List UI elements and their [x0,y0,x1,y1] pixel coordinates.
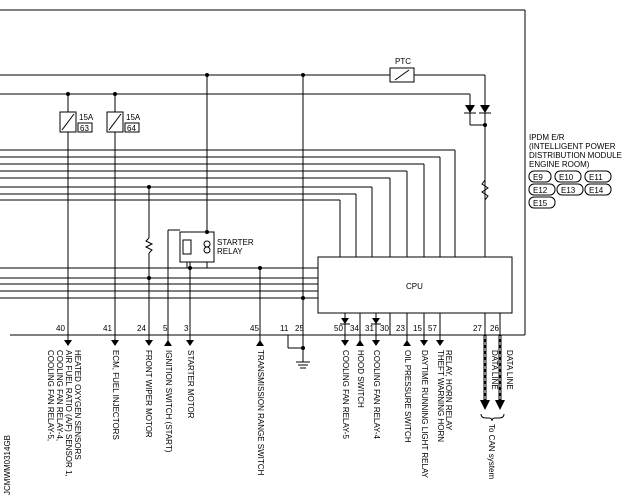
connector-e9: E9 [533,173,543,182]
pin-57: 57 [428,324,437,333]
pin-25: 25 [295,324,304,333]
dest-26: DATA LINE [505,350,514,390]
connector-e14: E14 [589,186,604,195]
module-desc-2: DISTRIBUTION MODULE [529,151,622,160]
dest-40-line-2: COOLING FAN RELAY-4, [55,350,64,441]
fuse-63-number: 63 [80,124,89,133]
pin-numbers: 40 41 24 5 3 45 11 25 50 34 31 30 23 15 … [56,324,499,333]
pin-31: 31 [365,324,374,333]
dest-40-line-1: COOLING FAN RELAY-5, [46,350,55,441]
cpu-pin-wires [340,313,501,335]
pin-24: 24 [137,324,146,333]
ptc-element: PTC [389,57,415,83]
connector-e12: E12 [533,186,548,195]
dest-31: COOLING FAN RELAY-4 [372,350,381,439]
connector-e13: E13 [561,186,576,195]
destination-labels: COOLING FAN RELAY-5, COOLING FAN RELAY-4… [46,350,514,479]
connector-e10: E10 [559,173,574,182]
pin-34: 34 [350,324,359,333]
dest-50: COOLING FAN RELAY-5 [341,350,350,439]
pin-45: 45 [250,324,259,333]
pin-15: 15 [413,324,422,333]
pin-27: 27 [473,324,482,333]
figure-code: JCMWM0314GB [3,435,12,495]
dest-40-line-4: HEATED OXYGEN SENSORS [73,350,82,460]
pin-11: 11 [280,324,289,333]
pin-50: 50 [334,324,343,333]
module-desc-1: (INTELLIGENT POWER [529,142,616,151]
starter-relay-label-2: RELAY [217,247,243,256]
bus-wires [0,149,456,299]
module-name: IPDM E/R [529,133,565,142]
module-info: IPDM E/R (INTELLIGENT POWER DISTRIBUTION… [528,133,622,209]
dest-27: DATA LINE [490,350,499,390]
pin-3: 3 [184,324,189,333]
dest-5: IGNITION SWITCH (START) [164,350,173,453]
fuse-63: 15A 63 [59,94,94,335]
module-desc-3: ENGINE ROOM) [529,160,590,169]
wiper-branch [144,187,154,335]
fuse-64: 15A 64 [106,94,141,335]
can-system-label: To CAN system [487,424,496,479]
fuse-64-amps: 15A [126,113,141,122]
dest-15: DAYTIME RUNNING LIGHT RELAY [420,350,429,479]
pin-5: 5 [163,324,168,333]
dest-3: STARTER MOTOR [186,350,195,419]
output-pin-arrows [64,335,444,346]
fuse-63-amps: 15A [79,113,94,122]
data-line-diodes [464,105,491,257]
dest-57-line-1: THEFT WARNING HORN [436,350,445,442]
dest-34: HOOD SWITCH [356,350,365,408]
pin-40: 40 [56,324,65,333]
dest-45: TRANSMISSION RANGE SWITCH [256,350,265,476]
dest-24: FRONT WIPER MOTOR [144,350,153,438]
cpu-block: CPU [317,256,513,314]
ipdm-module-outline [0,9,526,336]
ground-wires [287,75,310,369]
pin-26: 26 [490,324,499,333]
connector-e11: E11 [589,173,603,182]
data-lines [480,335,505,422]
ptc-label: PTC [395,57,411,66]
supply-wires [0,73,486,105]
dest-41: ECM, FUEL INJECTORS [111,350,120,440]
starter-relay-label-1: STARTER [217,238,254,247]
dest-40-line-3: AIR FUEL RATIO (A/F) SENSOR 1, [64,350,73,477]
dest-57-line-2: RELAY, HORN RELAY [444,350,453,431]
pin-45-wire [258,266,262,335]
cpu-label: CPU [406,282,423,291]
pin-30: 30 [380,324,389,333]
starter-relay: STARTER RELAY [167,75,254,335]
pin-41: 41 [103,324,112,333]
dest-23: OIL PRESSURE SWITCH [403,350,412,443]
fuse-64-number: 64 [127,124,136,133]
pin-23: 23 [396,324,405,333]
connector-e15: E15 [533,199,548,208]
